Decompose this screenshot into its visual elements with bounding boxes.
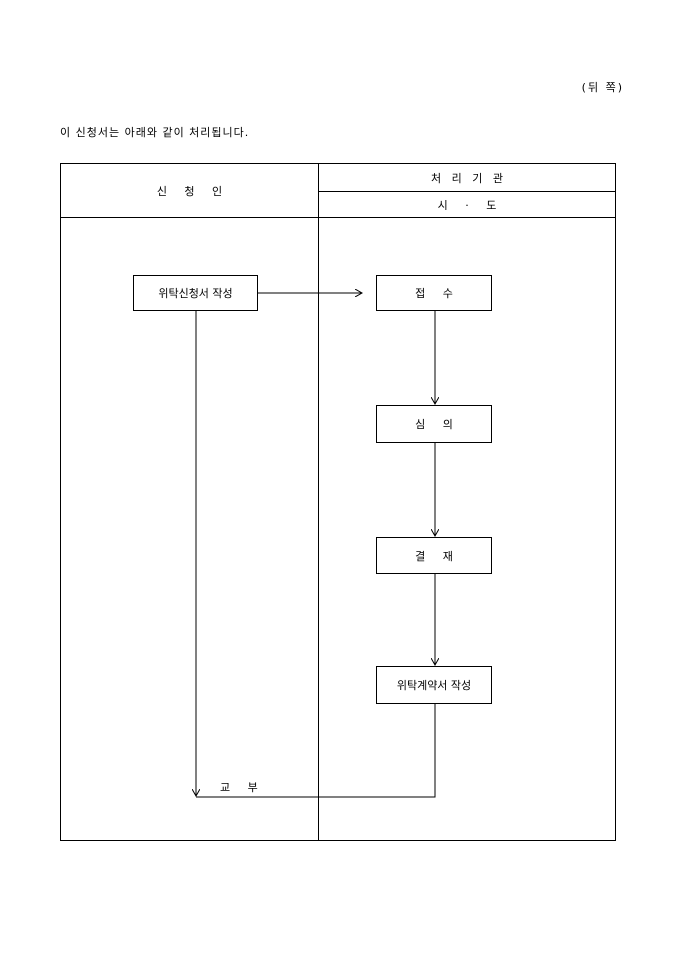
- agency-header-divider: [319, 191, 615, 192]
- write-contract-box: 위탁계약서 작성: [376, 666, 492, 704]
- process-table: 신 청 인 처 리 기 관 시 · 도: [60, 163, 616, 841]
- approval-box: 결 재: [376, 537, 492, 574]
- column-divider: [318, 164, 319, 840]
- delivery-label: 교 부: [220, 781, 258, 794]
- intro-text: 이 신청서는 아래와 같이 처리됩니다.: [60, 126, 250, 139]
- header-divider: [61, 217, 615, 218]
- review-box: 심 의: [376, 405, 492, 443]
- line-contract-to-delivery: [196, 704, 436, 798]
- page-side-label: (뒤 쪽): [581, 81, 624, 94]
- applicant-column-header: 신 청 인: [156, 185, 223, 198]
- write-application-box: 위탁신청서 작성: [133, 275, 258, 311]
- agency-column-header: 처 리 기 관: [431, 172, 503, 185]
- receipt-box: 접 수: [376, 275, 492, 311]
- sido-subheader: 시 · 도: [437, 199, 497, 212]
